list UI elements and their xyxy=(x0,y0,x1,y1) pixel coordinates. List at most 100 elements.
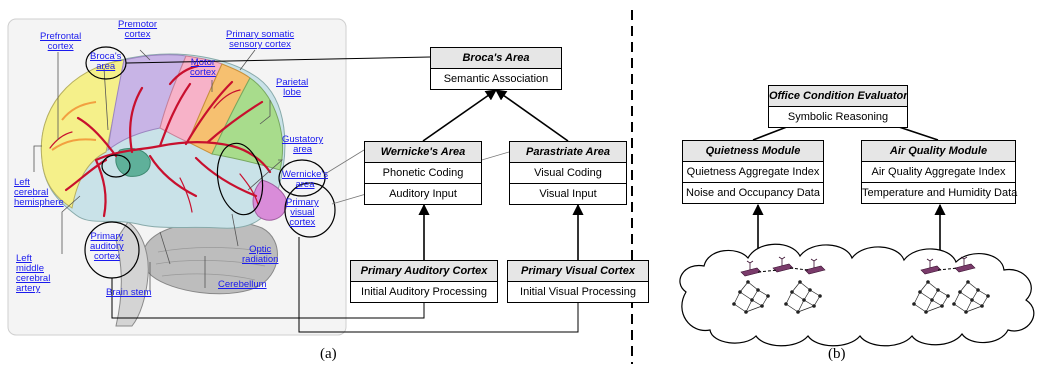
network-link xyxy=(925,299,933,313)
middle-cerebral-artery xyxy=(64,64,272,218)
network-node xyxy=(818,294,822,298)
network-node xyxy=(784,302,788,306)
box-row: Visual Input xyxy=(510,183,626,204)
network-node xyxy=(746,280,750,284)
brain-label-cerebellum[interactable]: Cerebellum xyxy=(218,280,267,290)
network-link xyxy=(919,281,929,293)
network-link xyxy=(799,281,811,291)
network-link xyxy=(791,281,801,293)
brain-label-line: cerebral xyxy=(14,187,49,198)
network-link xyxy=(941,295,949,307)
cloud-outline xyxy=(679,243,1035,347)
network-node xyxy=(760,304,764,308)
network-link xyxy=(813,295,821,307)
box-title: Air Quality Module xyxy=(862,141,1015,162)
caption-a: (a) xyxy=(320,346,337,362)
network-link xyxy=(733,303,747,313)
network-node xyxy=(924,310,928,314)
occipital-region xyxy=(252,179,288,221)
network-link xyxy=(913,303,927,313)
box-title: Office Condition Evaluator xyxy=(769,86,908,107)
brain-label-line: Left xyxy=(14,177,30,188)
network-node xyxy=(936,288,940,292)
network-link xyxy=(959,281,969,293)
sensor-link xyxy=(937,267,959,271)
brain-stem-shape xyxy=(115,221,149,327)
network-node xyxy=(802,298,806,302)
brain-label-line: artery xyxy=(16,283,41,294)
network-link xyxy=(977,289,989,297)
brain-label-line: cortex xyxy=(124,29,151,40)
sensor-link xyxy=(757,269,779,273)
box-row: Symbolic Reasoning xyxy=(787,111,889,123)
sensor-node-icon xyxy=(804,258,826,275)
brain-label-line: Primary xyxy=(286,197,319,208)
network-link xyxy=(761,295,769,307)
network-node xyxy=(912,302,916,306)
auditory-region-ellipse xyxy=(101,154,131,178)
brain-label-brain-stem[interactable]: Brain stem xyxy=(106,288,151,298)
network-link xyxy=(739,281,749,293)
brain-label-line: Cerebellum xyxy=(218,279,267,290)
box-title: Wernicke's Area xyxy=(365,142,481,163)
box-row: Phonetic Coding xyxy=(382,167,464,179)
network-node xyxy=(796,310,800,314)
network-node xyxy=(946,294,950,298)
brain-label-line: Left xyxy=(16,253,32,264)
box-row: Quietness Aggregate Index xyxy=(686,166,820,178)
brain-label-line: cortex xyxy=(190,67,216,78)
brain-label-line: Primary xyxy=(90,231,124,242)
brain-label-line: area xyxy=(295,179,315,190)
network-node xyxy=(738,290,742,294)
network-link xyxy=(747,281,759,291)
link-primary-auditory xyxy=(111,278,425,319)
network-link xyxy=(931,299,943,307)
network-node xyxy=(926,280,930,284)
brain-label-line: radiation xyxy=(242,254,279,265)
network-link xyxy=(797,305,815,313)
network-link xyxy=(927,281,939,291)
brain-label-line: Broca's xyxy=(90,51,122,62)
network-node xyxy=(808,288,812,292)
brain-label-line: Brain stem xyxy=(106,287,152,298)
network-link xyxy=(739,291,753,301)
brain-label-line: auditory xyxy=(90,241,124,252)
network-link xyxy=(971,289,979,301)
box-title: Primary Auditory Cortex xyxy=(351,261,497,282)
box-row: Temperature and Humidity Data xyxy=(862,182,1017,203)
network-node xyxy=(970,298,974,302)
parietal-region xyxy=(211,77,283,171)
network-link xyxy=(931,289,939,301)
network-link xyxy=(785,303,799,313)
brain-label-line: Optic xyxy=(249,244,272,255)
network-link xyxy=(971,299,983,307)
brain-label-line: Gustatory xyxy=(282,134,324,145)
network-link xyxy=(981,295,989,307)
network-link xyxy=(797,299,805,313)
arrow-parastriate-to-broca xyxy=(495,89,569,142)
network-link xyxy=(809,289,821,297)
network-link xyxy=(953,291,961,305)
frontal-lobe xyxy=(40,59,125,209)
box-title: Broca's Area xyxy=(431,48,561,69)
brain-label-line: cortex xyxy=(47,41,74,52)
brain-label-line: Primary somatic xyxy=(226,29,295,40)
